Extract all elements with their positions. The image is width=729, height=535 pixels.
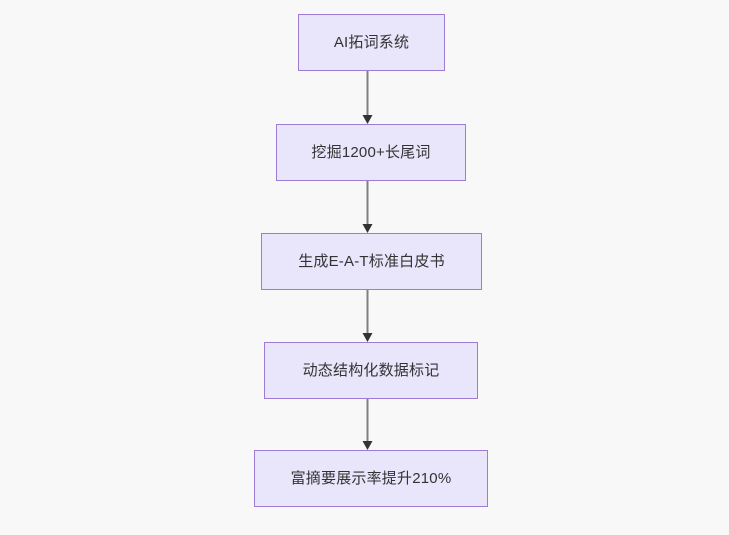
- flow-node-rich-snippet-rate-increase[interactable]: 富摘要展示率提升210%: [254, 450, 488, 507]
- flow-node-label: 动态结构化数据标记: [302, 362, 440, 379]
- flow-node-label: 挖掘1200+长尾词: [311, 144, 431, 161]
- arrowhead-icon: [362, 441, 373, 450]
- edge-n3-n4: [362, 290, 373, 342]
- flow-node-dynamic-structured-data-markup[interactable]: 动态结构化数据标记: [264, 342, 478, 399]
- flow-node-ai-keyword-system[interactable]: AI拓词系统: [298, 14, 445, 71]
- flow-node-mine-longtail-keywords[interactable]: 挖掘1200+长尾词: [276, 124, 466, 181]
- edge-n2-n3: [362, 181, 373, 233]
- arrowhead-icon: [362, 224, 373, 233]
- flow-node-generate-eat-whitepaper[interactable]: 生成E-A-T标准白皮书: [261, 233, 482, 290]
- flow-node-label: 富摘要展示率提升210%: [290, 470, 452, 487]
- arrowhead-icon: [362, 115, 373, 124]
- flow-node-label: 生成E-A-T标准白皮书: [298, 253, 445, 270]
- flow-node-label: AI拓词系统: [333, 34, 410, 51]
- edge-n4-n5: [362, 399, 373, 450]
- edge-n1-n2: [362, 71, 373, 124]
- arrowhead-icon: [362, 333, 373, 342]
